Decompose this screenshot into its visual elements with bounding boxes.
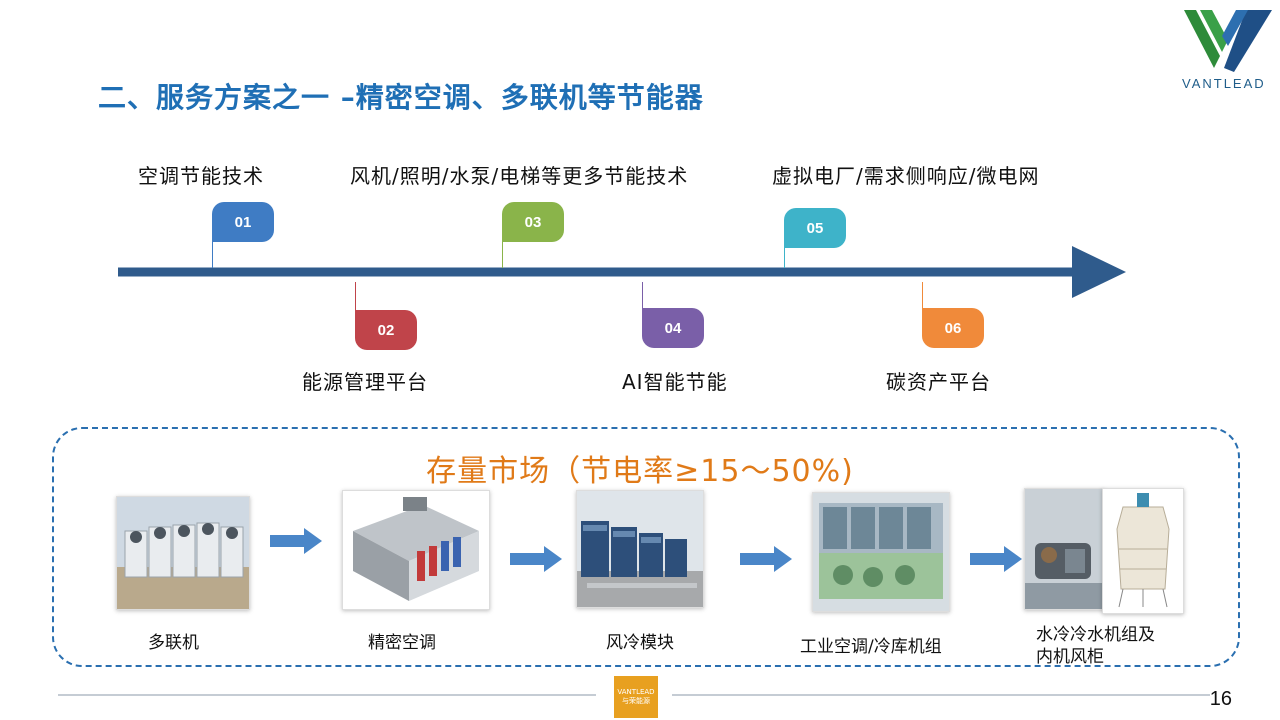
product-image-precision-ac <box>342 490 490 610</box>
logo-text: VANTLEAD <box>1182 76 1266 91</box>
product-label-industrial-ac: 工业空调/冷库机组 <box>800 637 942 657</box>
product-image-cooling-tower <box>1102 488 1184 614</box>
timeline-label-01: 空调节能技术 <box>138 164 264 188</box>
product-image-industrial-ac <box>812 492 950 612</box>
footer-logo-line1: VANTLEAD <box>617 687 655 696</box>
footer-logo: VANTLEAD 与荣能源 <box>614 676 658 718</box>
product-label-precision-ac: 精密空调 <box>368 633 436 653</box>
timeline-stem-05 <box>784 244 785 268</box>
timeline-badge-02: 02 <box>355 310 417 350</box>
product-image-water-chiller <box>1024 488 1104 610</box>
arrow-right-icon <box>970 546 1022 572</box>
arrow-right-icon <box>270 528 322 554</box>
timeline-badge-05: 05 <box>784 208 846 248</box>
timeline-stem-01 <box>212 238 213 268</box>
timeline-badge-01: 01 <box>212 202 274 242</box>
product-label-air-cooled-module: 风冷模块 <box>606 633 674 653</box>
timeline-stem-06 <box>922 282 923 310</box>
product-image-multi-split <box>116 496 250 610</box>
page-number: 16 <box>1209 688 1232 710</box>
timeline-label-06: 碳资产平台 <box>886 370 991 394</box>
timeline-badge-04: 04 <box>642 308 704 348</box>
arrow-right-icon <box>740 546 792 572</box>
product-label-water-chiller-line2: 内机风柜 <box>1036 647 1104 667</box>
market-box <box>52 427 1240 667</box>
timeline-badge-03: 03 <box>502 202 564 242</box>
timeline-axis <box>118 246 1126 298</box>
vantlead-logo <box>1184 10 1272 72</box>
timeline-label-03: 风机/照明/水泵/电梯等更多节能技术 <box>350 164 689 188</box>
timeline-label-02: 能源管理平台 <box>302 370 428 394</box>
footer-divider-right <box>672 694 1210 696</box>
timeline-stem-03 <box>502 238 503 268</box>
product-label-multi-split: 多联机 <box>148 633 199 653</box>
timeline-badge-06: 06 <box>922 308 984 348</box>
arrow-right-icon <box>510 546 562 572</box>
timeline-stem-04 <box>642 282 643 310</box>
timeline-label-04: AI智能节能 <box>622 370 728 394</box>
page-title: 二、服务方案之一 –精密空调、多联机等节能器 <box>98 81 704 114</box>
timeline-stem-02 <box>355 282 356 312</box>
product-label-water-chiller-line1: 水冷冷水机组及 <box>1036 625 1155 645</box>
market-heading: 存量市场（节电率≥15～50%) <box>426 454 854 489</box>
footer-logo-line2: 与荣能源 <box>622 697 650 705</box>
product-image-air-cooled-module <box>576 490 704 608</box>
timeline-label-05: 虚拟电厂/需求侧响应/微电网 <box>772 164 1040 188</box>
footer-divider-left <box>58 694 596 696</box>
